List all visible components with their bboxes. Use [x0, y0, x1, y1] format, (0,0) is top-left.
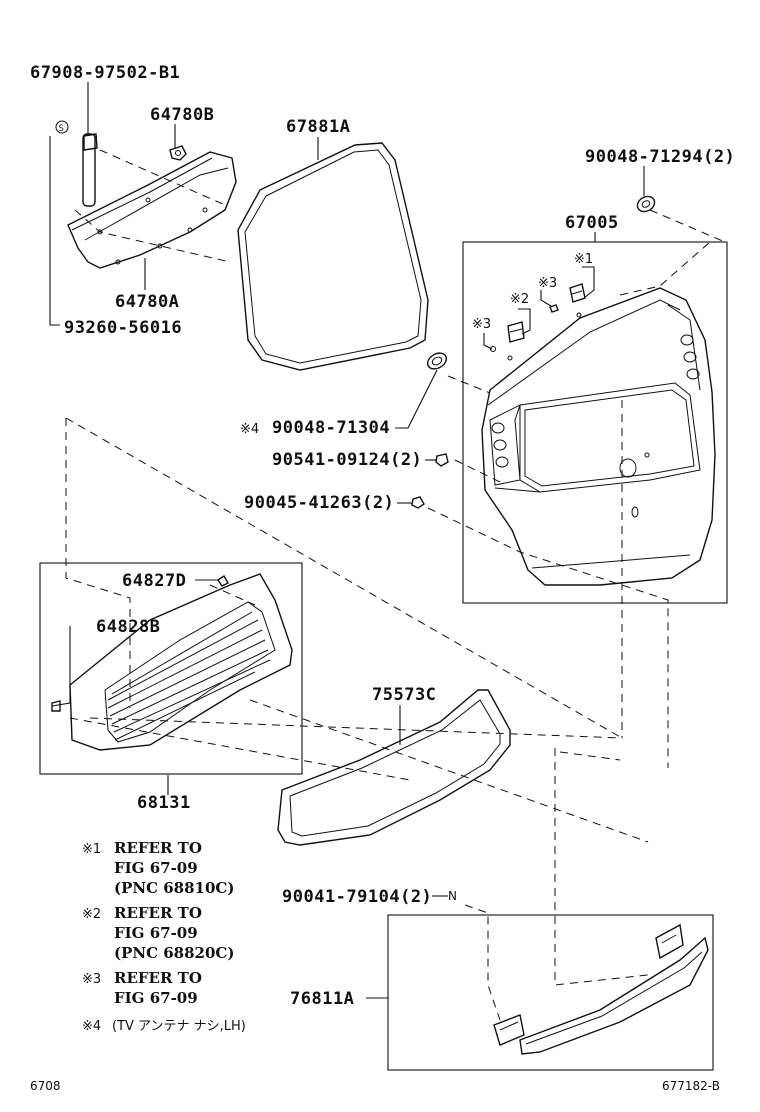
label-90045-41263: 90045-41263(2)	[244, 493, 394, 513]
label-67005: 67005	[565, 213, 619, 233]
label-90048-71294: 90048-71294(2)	[585, 147, 735, 167]
weatherstrip-67881A	[237, 142, 429, 371]
s-circle-marker	[55, 120, 69, 134]
garnish-76811A	[493, 923, 709, 1055]
garnish-box	[387, 914, 714, 1071]
note1-line3: (PNC 68810C)	[114, 879, 234, 897]
marker-m1: ※1	[574, 252, 593, 267]
note1-mark: ※1	[82, 842, 101, 857]
note1-line2: FIG 67-09	[114, 859, 198, 877]
footer-illustration-id: 677182-B	[662, 1079, 720, 1093]
back-door-panel-box	[462, 241, 728, 604]
back-door-panel-67005	[481, 287, 716, 586]
footer-figure-number: 6708	[30, 1079, 61, 1093]
label-75573C: 75573C	[372, 685, 436, 705]
label-68131: 68131	[137, 793, 191, 813]
weatherstrip-75573C	[277, 689, 511, 846]
grommet-90048-71304	[426, 352, 448, 370]
leader-lines	[49, 82, 645, 999]
label-90048-71304: 90048-71304	[272, 418, 390, 438]
label-64780B: 64780B	[150, 105, 214, 125]
alignment-lines	[65, 149, 726, 1021]
note4-text: (TV アンテナ ナシ,LH)	[112, 1019, 246, 1034]
bolt-90045	[411, 496, 425, 509]
back-window-glass-box	[39, 562, 303, 775]
trim-panel-64780A	[67, 151, 237, 269]
latch-parts	[483, 266, 595, 361]
s-circle-text: S	[59, 124, 64, 134]
label-64828B: 64828B	[96, 617, 160, 637]
note3-mark: ※3	[82, 972, 101, 987]
note4-mark: ※4	[82, 1019, 101, 1034]
marker-m2: ※2	[510, 292, 529, 307]
note2-line3: (PNC 68820C)	[114, 944, 234, 962]
nut-90541	[435, 453, 449, 467]
label-64780A: 64780A	[115, 292, 179, 312]
clip-64780B	[169, 145, 187, 161]
marker-m3b: ※3	[472, 317, 491, 332]
clip-64827D	[217, 575, 229, 587]
note1-line1: REFER TO	[114, 839, 202, 857]
clip-64828B	[51, 700, 61, 712]
marker-m3a: ※3	[538, 276, 557, 291]
grommet-90048-71294	[636, 195, 656, 213]
note2-line1: REFER TO	[114, 904, 202, 922]
note2-mark: ※2	[82, 907, 101, 922]
note3-line1: REFER TO	[114, 969, 202, 987]
back-window-glass-68131	[69, 573, 293, 751]
note3-line2: FIG 67-09	[114, 989, 198, 1007]
notes: ※1 REFER TO FIG 67-09 (PNC 68810C) ※2 RE…	[82, 839, 246, 1034]
label-64827D: 64827D	[122, 571, 186, 591]
label-90041-79104: 90041-79104(2)	[282, 887, 432, 907]
n-marker: N	[448, 889, 457, 903]
label-90541-09124: 90541-09124(2)	[272, 450, 422, 470]
marker-m4-label: ※4	[240, 422, 259, 437]
label-93260-56016: 93260-56016	[64, 318, 182, 338]
label-67908-97502-B1: 67908-97502-B1	[30, 63, 180, 83]
label-76811A: 76811A	[290, 989, 354, 1009]
pull-handle-67908	[82, 133, 98, 207]
note2-line2: FIG 67-09	[114, 924, 198, 942]
label-67881A: 67881A	[286, 117, 350, 137]
